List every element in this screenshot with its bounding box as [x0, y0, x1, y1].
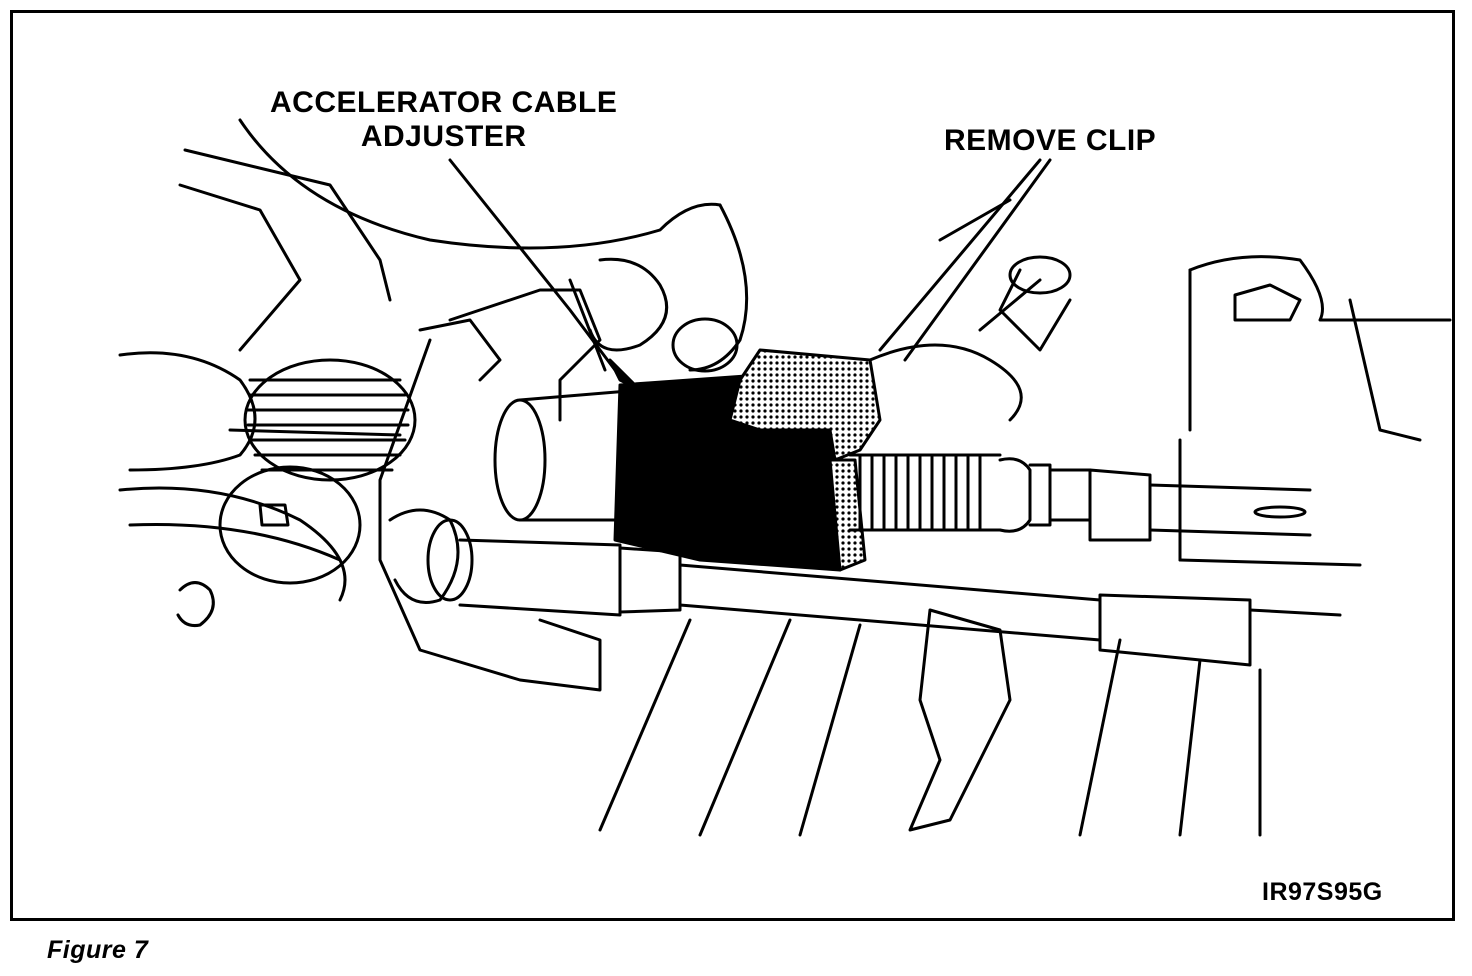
lower-support-lines	[598, 608, 1262, 837]
throttle-body-housing	[118, 118, 749, 627]
throttle-return-spring	[228, 358, 417, 482]
threaded-adjuster-rod	[848, 453, 1312, 542]
label-remove-clip: REMOVE CLIP	[944, 124, 1157, 157]
figure-caption: Figure 7	[47, 936, 149, 964]
figure-code: IR97S95G	[1262, 878, 1383, 906]
engine-block-edge	[1178, 255, 1452, 567]
throttle-linkage-rod	[458, 538, 1342, 667]
label-adjuster-line1: ACCELERATOR CABLE	[270, 86, 618, 119]
cable-mounting-bracket	[378, 288, 602, 692]
upper-cable-fitting	[938, 198, 1072, 352]
retaining-clip	[728, 343, 1023, 572]
leader-lines	[448, 158, 1052, 392]
label-accelerator-cable-adjuster: ACCELERATOR CABLE ADJUSTER	[270, 86, 617, 154]
label-adjuster-line2: ADJUSTER	[360, 120, 527, 153]
